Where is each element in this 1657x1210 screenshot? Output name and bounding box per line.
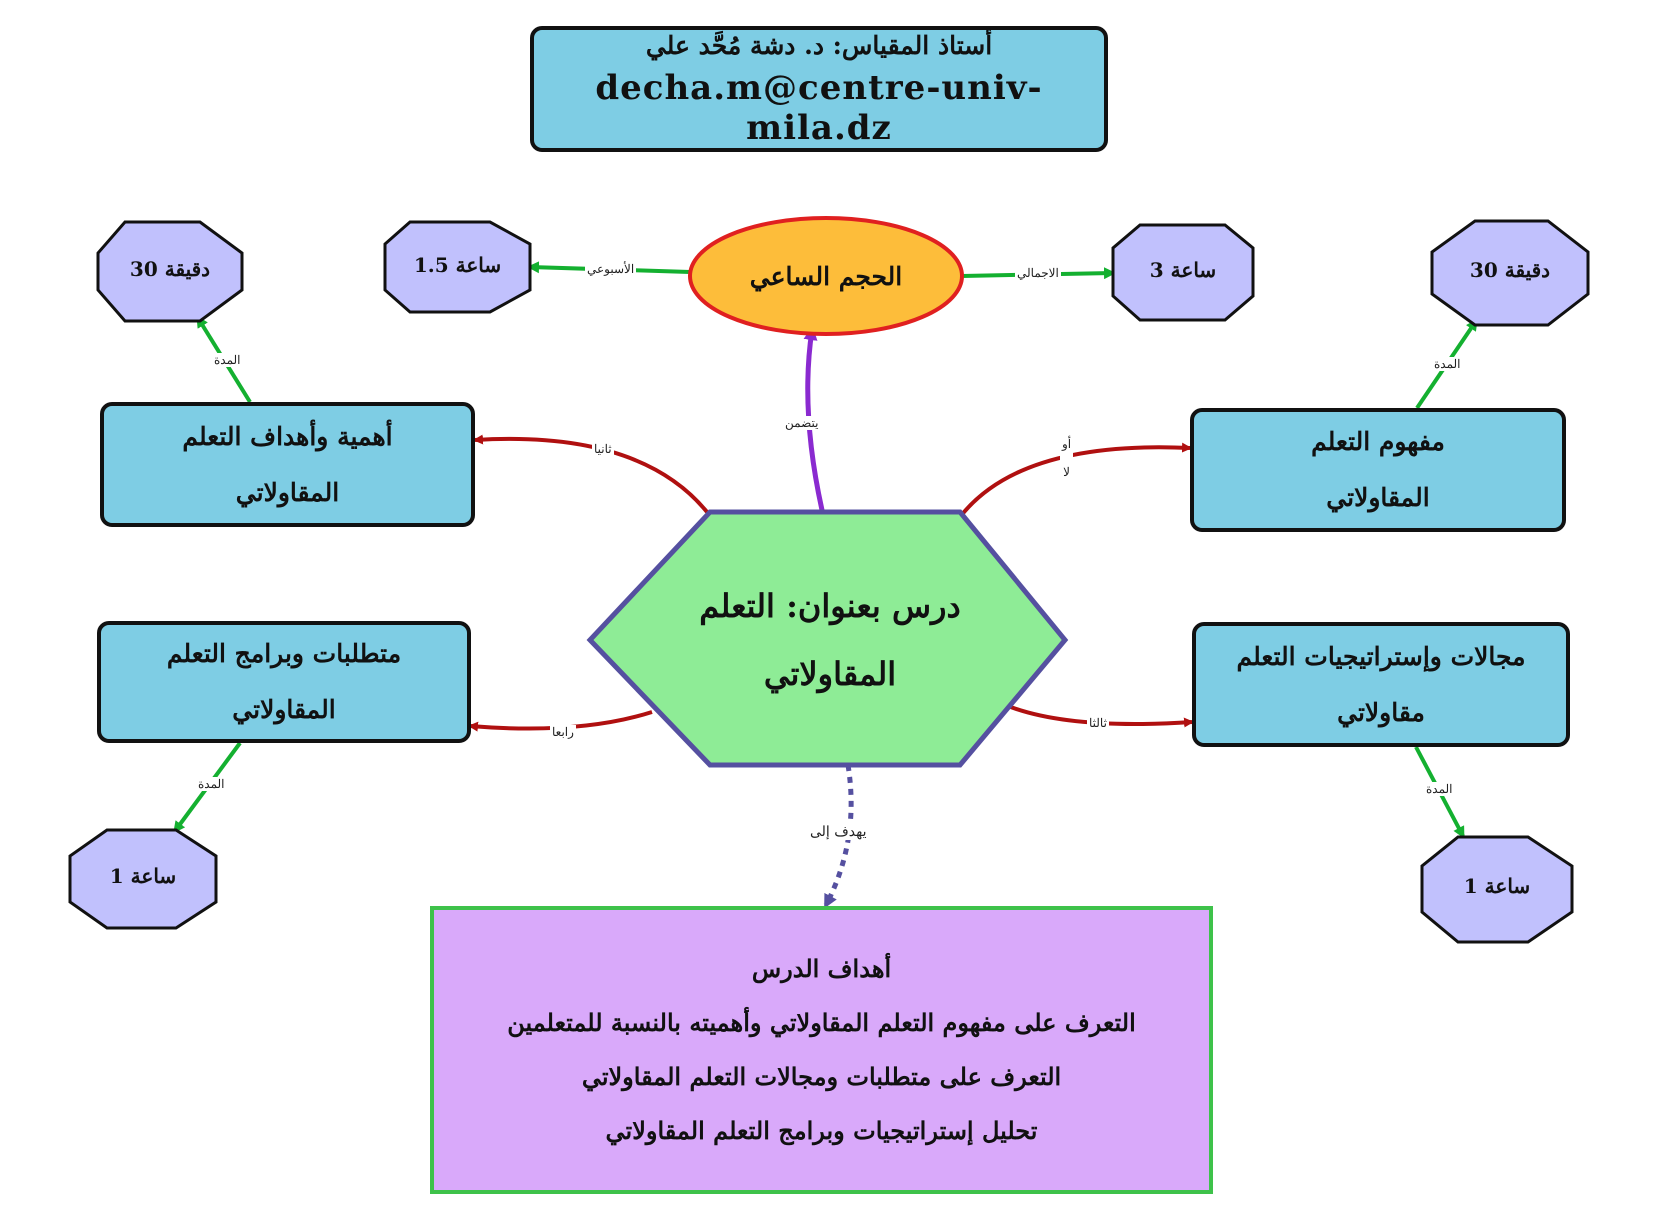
edge-label-total: الاجمالي <box>1015 266 1061 280</box>
edge-center-to-topic-2 <box>473 434 709 514</box>
total-octagon <box>1111 223 1255 322</box>
topic-2-box: أهمية وأهداف التعلم المقاولاتي <box>100 402 475 527</box>
edge-label-topic-2-duration: المدة <box>212 353 243 367</box>
lesson-goals-box: أهداف الدرس التعرف على مفهوم التعلم المق… <box>430 906 1213 1194</box>
topic-3-duration-value: ساعة 1 <box>1463 874 1531 898</box>
edge-label-topic-4: رابعا <box>550 725 576 739</box>
edge-center-to-topic-1 <box>958 442 1192 519</box>
topic-3-duration-octagon <box>1420 835 1574 944</box>
topic-1-duration-value: دقيقة 30 <box>1469 258 1551 282</box>
hours-label: الحجم الساعي <box>749 262 903 291</box>
edge-center-to-topic-3 <box>1007 704 1194 728</box>
topic-1-line-2: المقاولاتي <box>1326 483 1430 512</box>
edge-label-topic-3: ثالثا <box>1087 716 1109 730</box>
topic-2-duration-value: دقيقة 30 <box>129 257 211 281</box>
weekly-octagon <box>383 220 532 314</box>
topic-2-line-2: المقاولاتي <box>235 477 340 507</box>
topic-4-line-2: المقاولاتي <box>232 695 336 724</box>
hours-ellipse <box>688 216 964 336</box>
topic-4-duration-value: ساعة 1 <box>109 864 177 888</box>
instructor-name: أستاذ المقياس: د. دشة مُحَّد علي <box>645 30 993 60</box>
topic-3-box: مجالات وإستراتيجيات التعلم مقاولاتي <box>1192 622 1570 747</box>
topic-3-line-2: مقاولاتي <box>1337 697 1425 727</box>
topic-4-box: متطلبات وبرامج التعلم المقاولاتي <box>97 621 471 743</box>
weekly-hours-value: ساعة 1.5 <box>413 253 502 277</box>
edge-label-weekly: الأسبوعي <box>585 262 637 276</box>
edge-label-goals: يهدف إلى <box>808 824 869 840</box>
goals-title: أهداف الدرس <box>751 954 892 983</box>
topic-2-line-1: أهمية وأهداف التعلم <box>182 421 393 451</box>
topic-3-line-1: مجالات وإستراتيجيات التعلم <box>1236 641 1526 671</box>
goal-item-1: التعرف على مفهوم التعلم المقاولاتي وأهمي… <box>507 1008 1136 1037</box>
instructor-email: decha.m@centre-univ-mila.dz <box>595 67 1043 148</box>
goal-item-2: التعرف على متطلبات ومجالات التعلم المقاو… <box>581 1062 1062 1091</box>
edge-label-topic-4-duration: المدة <box>196 777 227 791</box>
center-hexagon <box>586 509 1069 768</box>
topic-4-duration-octagon <box>68 828 218 930</box>
instructor-header-box: أستاذ المقياس: د. دشة مُحَّد علي decha.m… <box>530 26 1108 152</box>
lesson-title-line-1: درس بعنوان: التعلم <box>699 587 961 625</box>
topic-1-duration-octagon <box>1430 219 1590 327</box>
topic-4-line-1: متطلبات وبرامج التعلم <box>166 639 402 668</box>
edge-center-to-hours <box>803 326 825 511</box>
topic-1-box: مفهوم التعلم المقاولاتي <box>1190 408 1566 532</box>
total-hours-value: ساعة 3 <box>1149 258 1217 282</box>
goal-item-3: تحليل إستراتيجيات وبرامج التعلم المقاولا… <box>605 1116 1038 1145</box>
lesson-title: درس بعنوان: التعلم المقاولاتي <box>630 572 1030 708</box>
edge-label-topic-1-duration: المدة <box>1432 357 1463 371</box>
topic-2-duration-octagon <box>96 220 244 323</box>
edge-label-includes: يتضمن <box>783 416 821 430</box>
lesson-title-line-2: المقاولاتي <box>763 655 897 693</box>
edge-label-topic-1: أو لا <box>1060 430 1074 486</box>
edge-label-topic-3-duration: المدة <box>1424 782 1455 796</box>
edge-label-topic-2: ثانيا <box>592 442 614 456</box>
topic-1-line-1: مفهوم التعلم <box>1311 427 1445 456</box>
